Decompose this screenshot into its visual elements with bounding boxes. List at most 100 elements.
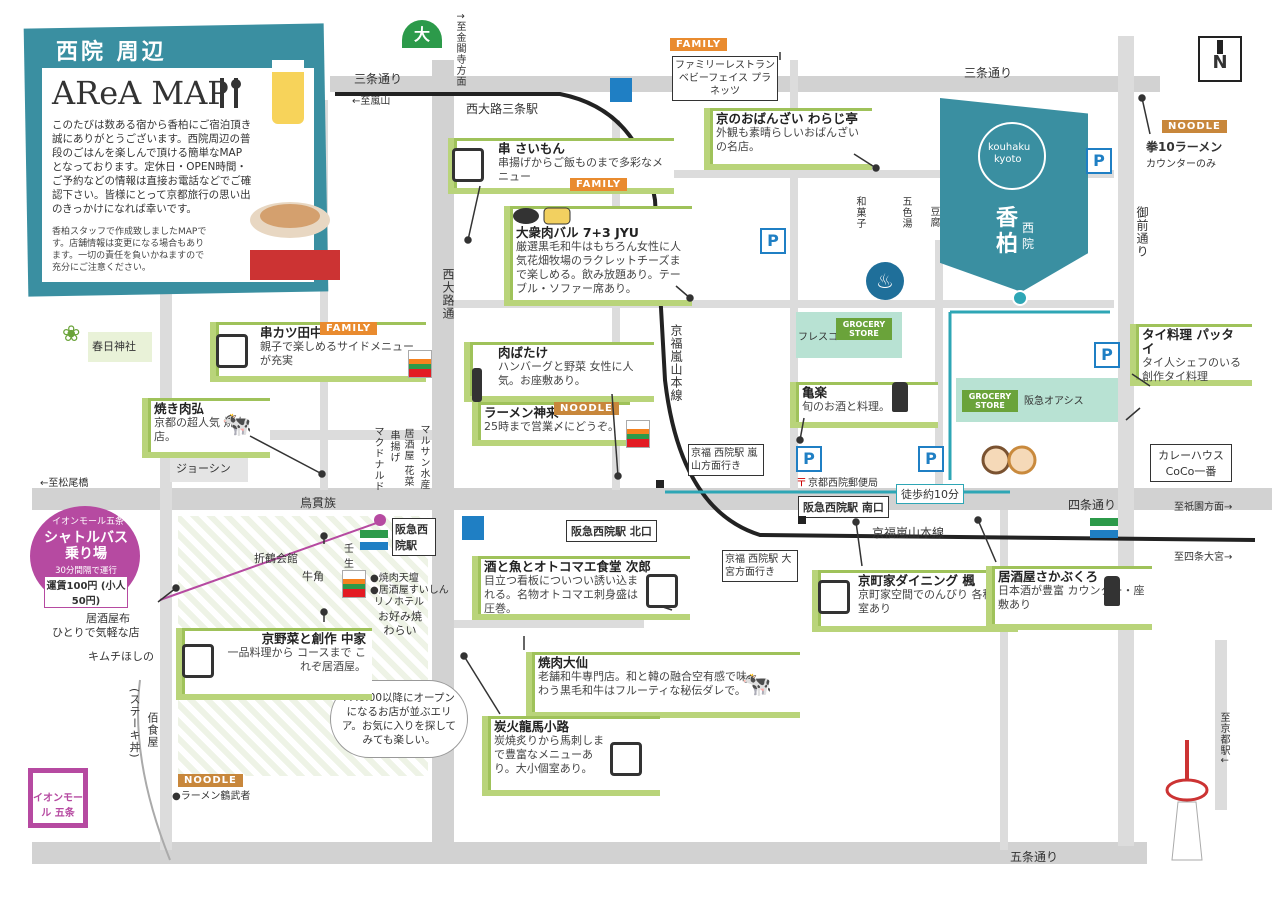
wine-icon (472, 368, 482, 402)
to-shijo-omiya: 至四条大宮→ (1174, 552, 1233, 563)
north-arrow: N (1198, 36, 1242, 82)
station-nishioji-sanjo: 西大路三条駅 (466, 102, 539, 116)
tsurumusha-label: ●ラーメン鶴武者 (172, 791, 251, 802)
line-keifuku-v: 京福嵐山本線 (669, 324, 683, 402)
shop-name: 京のおばんざい わらじ亭 (716, 111, 858, 126)
lawson-icon (462, 516, 484, 540)
shop-name: 焼き肉弘 (154, 401, 205, 416)
shop-desc: 25時まで営業〆にどうぞ。 (484, 420, 619, 433)
gyukaku-label: 牛角 (302, 570, 324, 583)
road-onmae (1118, 36, 1134, 846)
kasuga-box (88, 332, 152, 362)
izakaya-nuno-desc: ひとりで気軽な店 (52, 626, 140, 639)
parking-icon: P (1086, 148, 1112, 174)
beer-icon (182, 644, 214, 678)
shop-name: 居酒屋さかぶくろ (998, 569, 1099, 584)
fresco-label: フレスコ (798, 332, 838, 343)
shop-name: 串 さいもん (498, 141, 565, 156)
shop-nikubatake[interactable]: 肉ばたけ ハンバーグと野菜 女性に人気。お座敷あり。 (464, 342, 654, 402)
familymart-icon (360, 530, 388, 550)
hotel-en1: kouhaku (988, 142, 1031, 153)
shop-coco[interactable]: カレーハウス CoCo一番 (1150, 444, 1232, 482)
shuttle-title2: シャトルバス乗り場 (44, 530, 128, 562)
cow-icon: 🐄 (742, 670, 772, 698)
parking-icon: P (796, 446, 822, 472)
post-office: 京都西院郵便局 (808, 478, 878, 489)
shop-desc: 外観も素晴らしいおばんざいの名店。 (716, 126, 859, 153)
hotel-pin (1012, 290, 1028, 306)
grocery-tag-1: GROCERY STORE (836, 318, 892, 340)
shop-warajitei[interactable]: 京のおばんざい わらじ亭 外観も素晴らしいおばんざいの名店。 (704, 108, 872, 170)
road-v1 (320, 100, 328, 490)
shop-daisen[interactable]: 焼肉大仙 老舗和牛専門店。和と韓の融合空有感で味わう黒毛和牛はフルーティな秘伝ダ… (526, 652, 800, 718)
station-hankyu-north: 阪急西院駅 北口 (566, 520, 657, 542)
shop-kamechan[interactable]: 亀楽 旬のお酒と料理。 (790, 382, 938, 428)
family-tag: FAMILY (570, 178, 628, 191)
post-icon: 〒 (796, 476, 807, 489)
izakaya-nuno: 居酒屋布 (86, 612, 130, 625)
shop-jiro[interactable]: 酒と魚とオトコマエ食堂 次郎 目立つ看板についつい誘い込まれる。名物オトコマエ刺… (472, 556, 690, 620)
joshin-label: ジョーシン (170, 456, 248, 482)
road-v5 (1000, 510, 1008, 850)
parking-icon: P (760, 228, 786, 254)
shop-name: 炭火龍馬小路 (494, 719, 570, 734)
shop-desc: カウンターのみ (1146, 159, 1216, 170)
hotel-logo-circle (978, 122, 1046, 190)
line-keifuku-h: 京福嵐山本線 (872, 526, 945, 540)
shop-name: 大衆肉バル 7+3 JYU (516, 225, 639, 240)
road-h4 (454, 620, 644, 628)
onsen-icon: ♨ (866, 262, 904, 300)
street-wagashi: 和菓子 (854, 196, 865, 229)
couple-illustration (980, 438, 1040, 482)
okonomi-label: お好み焼 わらい (378, 610, 422, 637)
shop-desc: ハンバーグと野菜 女性に人気。お座敷あり。 (498, 360, 634, 387)
shop-desc: 一品料理から コースまで これぞ居酒屋。 (227, 646, 366, 673)
shop-kushi-saimon[interactable]: 串 さいもん 串揚げからご飯ものまで多彩なメニュー (448, 138, 674, 194)
sakuya-label: 佰食屋 (146, 712, 159, 748)
family-tag: FAMILY (670, 38, 728, 51)
label-izakaya-kake: 居酒屋 花菜 (402, 428, 413, 488)
shop-name: タイ料理 パッタイ (1142, 327, 1234, 356)
street-nishioji: 西大路通 (441, 268, 455, 320)
label-mackdonald: マクドナルド (372, 426, 383, 492)
family-restaurant: ファミリーレストラン ベビーフェイス プラネッツ (672, 56, 778, 101)
shop-desc: タイ人シェフのいる創作タイ料理 (1142, 356, 1241, 383)
shop-sakabukuro[interactable]: 居酒屋さかぶくろ 日本酒が豊富 カウンター・座敷あり (986, 566, 1152, 630)
street-gojo: 五条通り (1010, 850, 1059, 864)
kyoto-tower-icon (1158, 740, 1218, 864)
to-matsuo: ←至松尾橋 (40, 478, 89, 489)
shop-thai[interactable]: タイ料理 パッタイ タイ人シェフのいる創作タイ料理 (1130, 324, 1252, 386)
road-nishioji (432, 60, 454, 860)
lawson-icon (610, 78, 632, 102)
aeon-box: イオンモール 五条 (28, 768, 88, 828)
street-onmae: 御前通り (1135, 206, 1149, 258)
shop-yakiniku-hiro[interactable]: 焼き肉弘 京都の超人気 焼肉店。 (142, 398, 270, 458)
shop-name: 拳10ラーメン (1146, 140, 1223, 154)
shop-ken10[interactable]: 拳10ラーメン カウンターのみ (1146, 138, 1242, 170)
beer-icon (646, 574, 678, 608)
shuttle-title1: イオンモール五条 (51, 517, 124, 527)
shuttle-freq: 30分間隔で運行 (55, 566, 117, 576)
shop-nakaya[interactable]: 京野菜と創作 中家 一品料理から コースまで これぞ居酒屋。 (176, 628, 372, 700)
shop-jyu[interactable]: 大衆肉バル 7+3 JYU 厳選黒毛和牛はもちろん女性に人気花畑牧場のラクレット… (504, 206, 692, 306)
north-label: N (1212, 52, 1228, 73)
mibu-label: 壬生 (344, 544, 354, 570)
steak-label: (ステーキ丼) (128, 688, 141, 759)
noodle-tag: NOODLE (554, 402, 619, 415)
label-kushiage: 串揚げ (388, 430, 399, 463)
road-h3 (454, 300, 1114, 308)
station-hankyu-saiin: 阪急西院駅 (392, 518, 436, 556)
shop-desc: 厳選黒毛和牛はもちろん女性に人気花畑牧場のラクレットチーズまで楽しめる。飲み放題… (516, 240, 681, 295)
shop-name: 酒と魚とオトコマエ食堂 次郎 (484, 559, 651, 574)
grocery-tag-2: GROCERY STORE (962, 390, 1018, 412)
leaf-icon: ❀ (62, 322, 81, 347)
shop-desc: 旬のお酒と料理。 (802, 400, 890, 413)
shop-desc: 炭焼炙りから馬刺しまで豊富なメニューあり。大小個室あり。 (494, 734, 604, 775)
yakinikuten-label: ●焼肉天壇 (370, 573, 419, 584)
noodle-tag: NOODLE (1162, 120, 1227, 133)
to-gion: 至祇園方面→ (1174, 502, 1233, 513)
kimchi-label: キムチほしの (88, 650, 154, 663)
izakaya-suishin-label: ●居酒屋すいしん (370, 585, 449, 596)
